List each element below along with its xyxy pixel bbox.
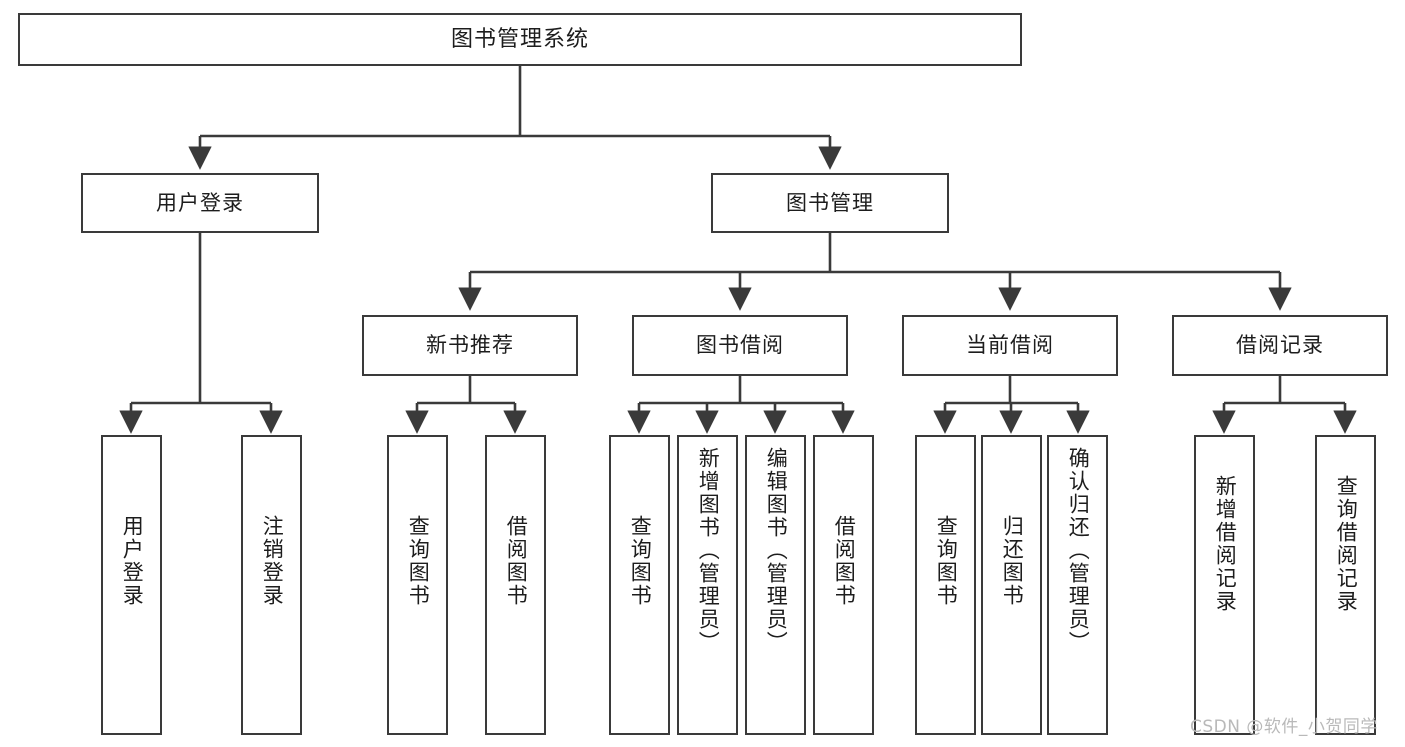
leaf-query-book-3-label: 查询图书 [934, 515, 959, 607]
node-current-borrow[interactable]: 当前借阅 [902, 315, 1118, 376]
leaf-logout-login-label: 注销登录 [260, 515, 285, 607]
node-new-book-recommend-label: 新书推荐 [426, 333, 514, 358]
leaf-query-record[interactable]: 查询借阅记录 [1315, 435, 1376, 735]
node-current-borrow-label: 当前借阅 [966, 333, 1054, 358]
leaf-borrow-book-1[interactable]: 借阅图书 [485, 435, 546, 735]
leaf-edit-book-label: 编辑图书（管理员） [764, 447, 789, 654]
node-root-label: 图书管理系统 [450, 26, 589, 52]
node-book-management[interactable]: 图书管理 [711, 173, 949, 233]
leaf-add-record[interactable]: 新增借阅记录 [1194, 435, 1255, 735]
leaf-add-book[interactable]: 新增图书（管理员） [677, 435, 738, 735]
leaf-user-login-label: 用户登录 [120, 515, 145, 607]
leaf-confirm-return[interactable]: 确认归还（管理员） [1047, 435, 1108, 735]
leaf-query-record-label: 查询借阅记录 [1334, 475, 1359, 613]
leaf-logout-login[interactable]: 注销登录 [241, 435, 302, 735]
node-root[interactable]: 图书管理系统 [18, 13, 1022, 66]
leaf-borrow-book-2[interactable]: 借阅图书 [813, 435, 874, 735]
leaf-query-book-1-label: 查询图书 [406, 515, 431, 607]
node-book-borrow[interactable]: 图书借阅 [632, 315, 848, 376]
csdn-watermark: CSDN @软件_小贺同学 [1190, 717, 1378, 737]
leaf-return-book[interactable]: 归还图书 [981, 435, 1042, 735]
leaf-user-login[interactable]: 用户登录 [101, 435, 162, 735]
leaf-return-book-label: 归还图书 [1000, 515, 1025, 607]
leaf-add-record-label: 新增借阅记录 [1213, 475, 1238, 613]
leaf-edit-book[interactable]: 编辑图书（管理员） [745, 435, 806, 735]
node-new-book-recommend[interactable]: 新书推荐 [362, 315, 578, 376]
leaf-query-book-1[interactable]: 查询图书 [387, 435, 448, 735]
node-borrow-record-label: 借阅记录 [1236, 333, 1324, 358]
leaf-query-book-3[interactable]: 查询图书 [915, 435, 976, 735]
node-user-login[interactable]: 用户登录 [81, 173, 319, 233]
node-book-borrow-label: 图书借阅 [696, 333, 784, 358]
leaf-borrow-book-1-label: 借阅图书 [504, 515, 529, 607]
node-user-login-label: 用户登录 [156, 190, 244, 215]
leaf-confirm-return-label: 确认归还（管理员） [1066, 447, 1091, 654]
leaf-query-book-2[interactable]: 查询图书 [609, 435, 670, 735]
leaf-query-book-2-label: 查询图书 [628, 515, 653, 607]
leaf-add-book-label: 新增图书（管理员） [696, 447, 721, 654]
node-borrow-record[interactable]: 借阅记录 [1172, 315, 1388, 376]
node-book-management-label: 图书管理 [786, 190, 874, 215]
leaf-borrow-book-2-label: 借阅图书 [832, 515, 857, 607]
